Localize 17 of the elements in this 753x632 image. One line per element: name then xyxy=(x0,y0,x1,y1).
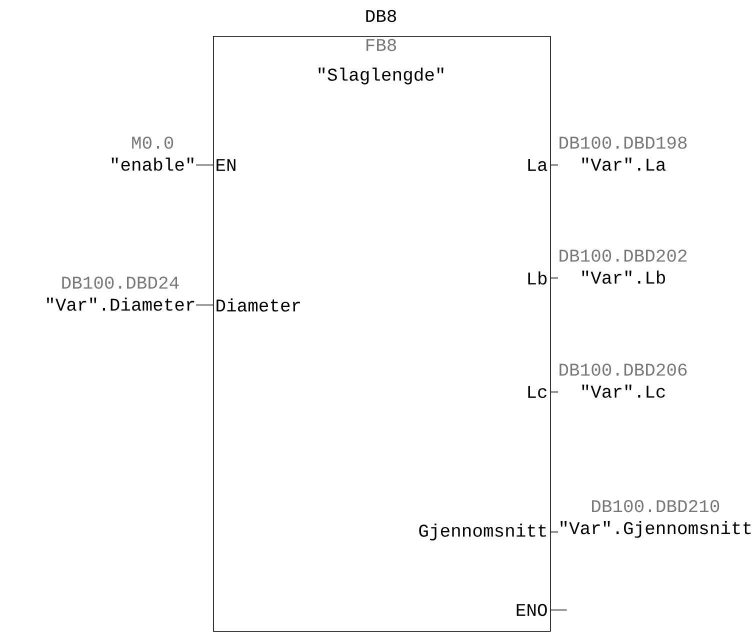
connection-line xyxy=(550,164,558,166)
connection-line xyxy=(196,164,214,166)
pin-label: ENO xyxy=(516,604,547,616)
pin-label: Gjennomsnitt xyxy=(419,524,546,540)
operand-label: DB100.DBD206 "Var".Lc xyxy=(560,364,687,398)
node-label: DB8 xyxy=(366,10,396,22)
operand-label: DB100.DBD198 "Var".La xyxy=(560,136,687,171)
operand-label: M0.0 "enable" xyxy=(112,136,194,171)
pin-label: EN xyxy=(216,159,236,171)
operand-label: DB100.DBD202 "Var".Lb xyxy=(560,250,687,284)
connection-line xyxy=(196,304,214,306)
pin-label: Lb xyxy=(528,271,547,285)
operand-label: DB100.DBD210 "Var".Gjennomsnitt xyxy=(560,500,751,538)
pin-label: Lc xyxy=(528,386,546,398)
pin-label: La xyxy=(528,158,548,171)
operand-label: DB100.DBD24 "Var".Diameter xyxy=(47,276,194,311)
pin-label: Diameter xyxy=(216,298,300,312)
